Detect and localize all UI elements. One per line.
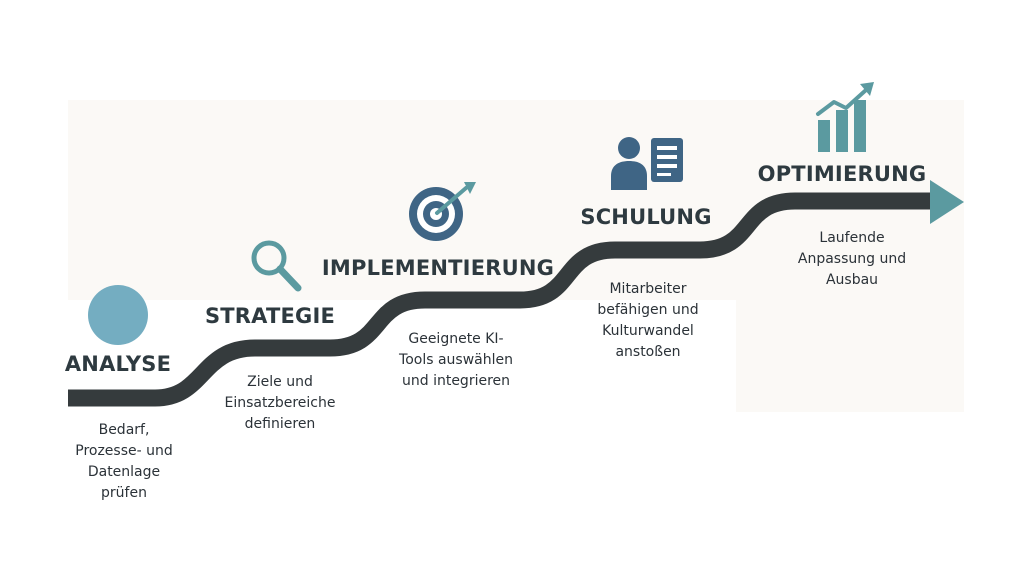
step-desc-strategie: Ziele und Einsatzbereiche definieren: [225, 372, 336, 435]
desc-line: definieren: [244, 416, 316, 432]
step-desc-schulung: Mitarbeiter befähigen und Kulturwandel a…: [597, 279, 698, 363]
desc-line: anstoßen: [615, 344, 681, 360]
desc-line: Einsatzbereiche: [224, 395, 336, 411]
step-desc-optimierung: Laufende Anpassung und Ausbau: [798, 228, 906, 291]
road-arrowhead: [930, 180, 964, 224]
desc-line: Bedarf,: [98, 422, 150, 438]
desc-line: Anpassung und: [797, 251, 907, 267]
step-title-schulung: SCHULUNG: [580, 205, 712, 229]
desc-line: Laufende: [819, 230, 885, 246]
growth-chart-icon: [816, 82, 874, 152]
step-title-strategie: STRATEGIE: [204, 304, 336, 328]
desc-line: Mitarbeiter: [609, 281, 687, 297]
background-band-right: [736, 288, 964, 412]
magnifier-icon: [251, 240, 302, 292]
person-document-icon: [611, 137, 683, 190]
desc-line: prüfen: [101, 485, 147, 501]
desc-line: Tools auswählen: [399, 352, 513, 368]
target-icon: [409, 182, 476, 241]
desc-line: befähigen und: [597, 302, 699, 318]
desc-line: Kulturwandel: [602, 323, 694, 339]
desc-line: Ausbau: [825, 272, 879, 288]
step-desc-implementierung: Geeignete KI- Tools auswählen und integr…: [399, 329, 513, 392]
step-desc-analyse: Bedarf, Prozesse- und Datenlage prüfen: [75, 420, 173, 504]
desc-line: Datenlage: [87, 464, 161, 480]
step-title-analyse: ANALYSE: [64, 352, 172, 376]
road-line: [68, 192, 935, 407]
desc-line: Prozesse- und: [75, 443, 173, 459]
step-title-optimierung: OPTIMIERUNG: [757, 162, 927, 186]
desc-line: Ziele und: [247, 374, 313, 390]
desc-line: Geeignete KI-: [408, 331, 504, 347]
desc-line: und integrieren: [401, 373, 511, 389]
circle-icon: [88, 285, 148, 345]
step-title-implementierung: IMPLEMENTIERUNG: [321, 256, 555, 280]
